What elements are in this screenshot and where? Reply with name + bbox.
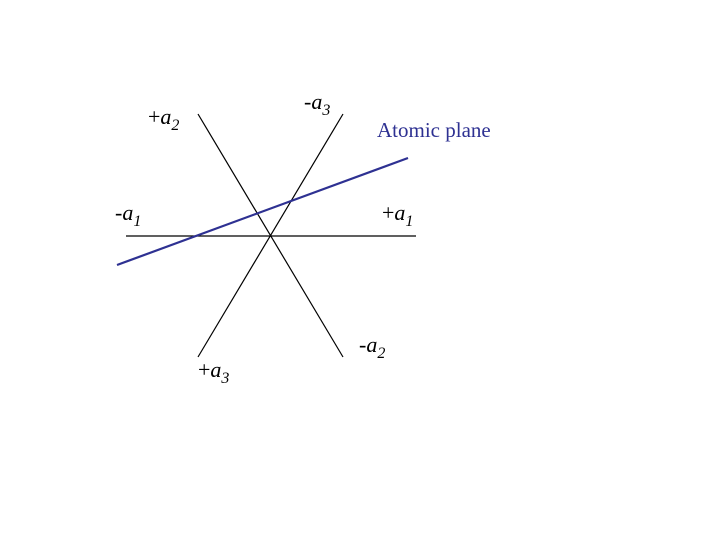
label-plus-a1: +a1 [382,200,413,230]
axis-a3-line [197,113,344,358]
label-minus-a1: -a1 [115,200,141,230]
label-plus-a2: +a2 [148,104,179,134]
atomic-plane-line [116,156,409,267]
atomic-plane-label: Atomic plane [377,118,491,142]
label-plus-a3: +a3 [198,357,229,387]
label-minus-a2: -a2 [359,332,385,362]
label-minus-a3: -a3 [304,89,330,119]
